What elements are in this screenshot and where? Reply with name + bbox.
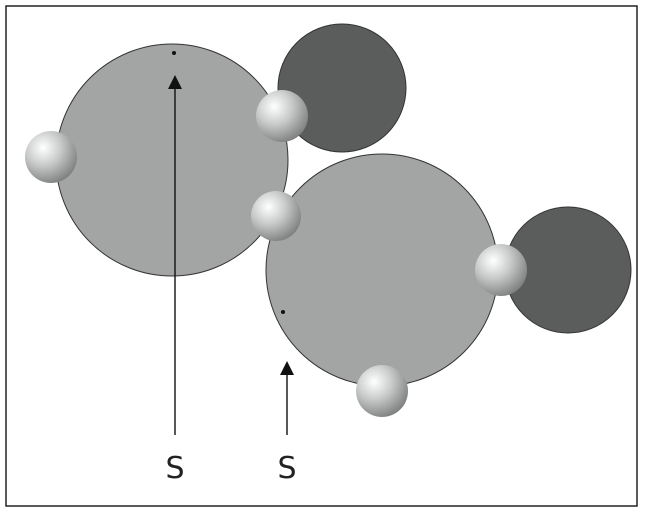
large-sphere-left xyxy=(55,43,289,277)
small-sphere-bottom xyxy=(356,365,408,417)
large-sphere-right xyxy=(265,153,499,387)
small-sphere-middle xyxy=(251,191,301,241)
label-s-right: S xyxy=(277,451,296,486)
surface-dot-right xyxy=(281,310,285,314)
dark-sphere-top xyxy=(277,23,407,153)
small-sphere-top xyxy=(256,90,308,142)
small-sphere-far-left xyxy=(25,131,77,183)
surface-dot-left xyxy=(172,51,176,55)
label-s-left: S xyxy=(165,451,184,486)
small-sphere-right xyxy=(475,244,527,296)
